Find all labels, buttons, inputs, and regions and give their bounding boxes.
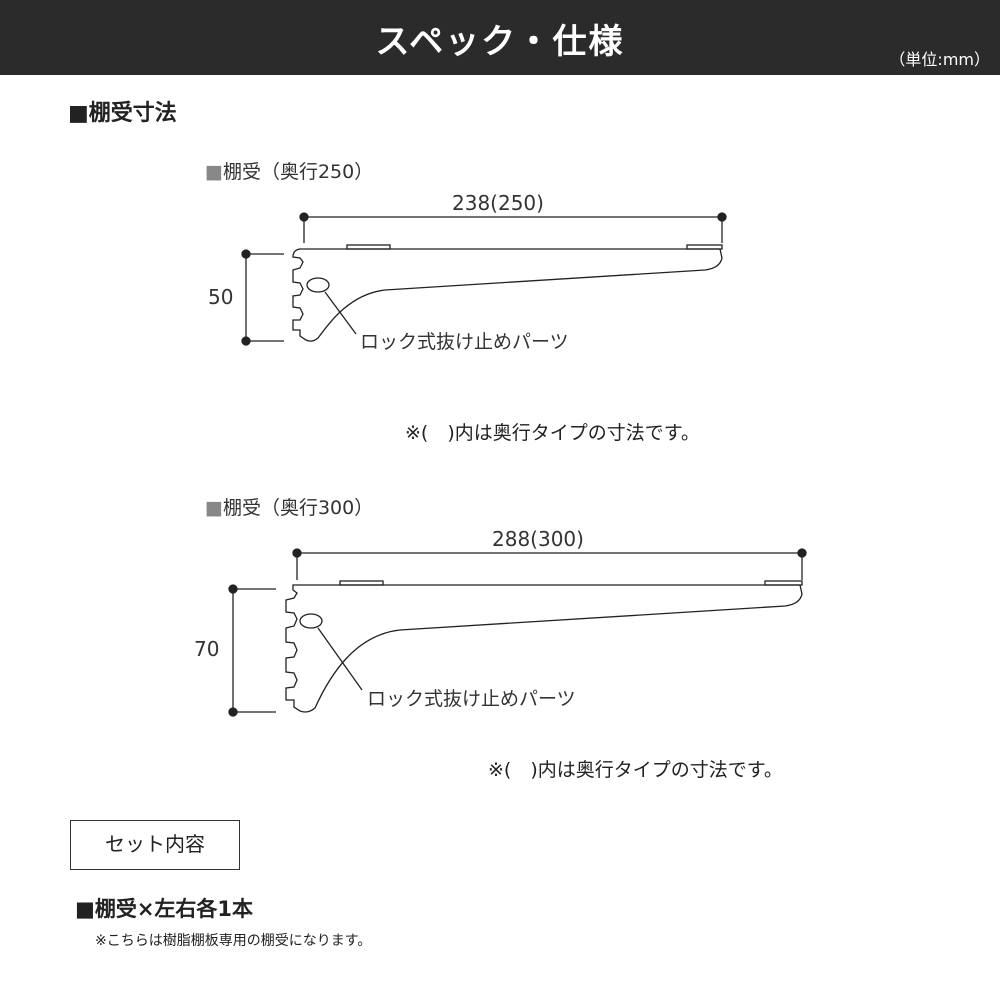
bracket-250-part-label: ロック式抜け止めパーツ (360, 331, 569, 353)
bracket-300-label: ■棚受（奥行300） (205, 497, 374, 519)
bracket-300-note: ※( )内は奥行タイプの寸法です。 (488, 759, 783, 781)
header-bar: スペック・仕様 （単位:mm） (0, 0, 1000, 75)
bracket-250-width: 238(250) (452, 191, 544, 215)
section-title: ■棚受寸法 (68, 101, 177, 126)
set-contents-note: ※こちらは樹脂棚板専用の棚受になります。 (95, 933, 372, 949)
bracket-250-drawing (241, 212, 727, 346)
bracket-250-label: ■棚受（奥行250） (205, 161, 374, 183)
bracket-250-note: ※( )内は奥行タイプの寸法です。 (405, 422, 700, 444)
set-contents-box: セット内容 (70, 820, 240, 870)
bracket-300-width: 288(300) (492, 527, 584, 551)
bracket-250-height: 50 (208, 285, 234, 309)
bracket-300-drawing (228, 548, 807, 717)
bracket-300-part-label: ロック式抜け止めパーツ (367, 688, 576, 710)
page-title: スペック・仕様 (375, 22, 625, 62)
set-contents-title: ■棚受×左右各1本 (75, 897, 254, 921)
unit-label: （単位:mm） (889, 50, 990, 69)
bracket-300-height: 70 (194, 637, 220, 661)
